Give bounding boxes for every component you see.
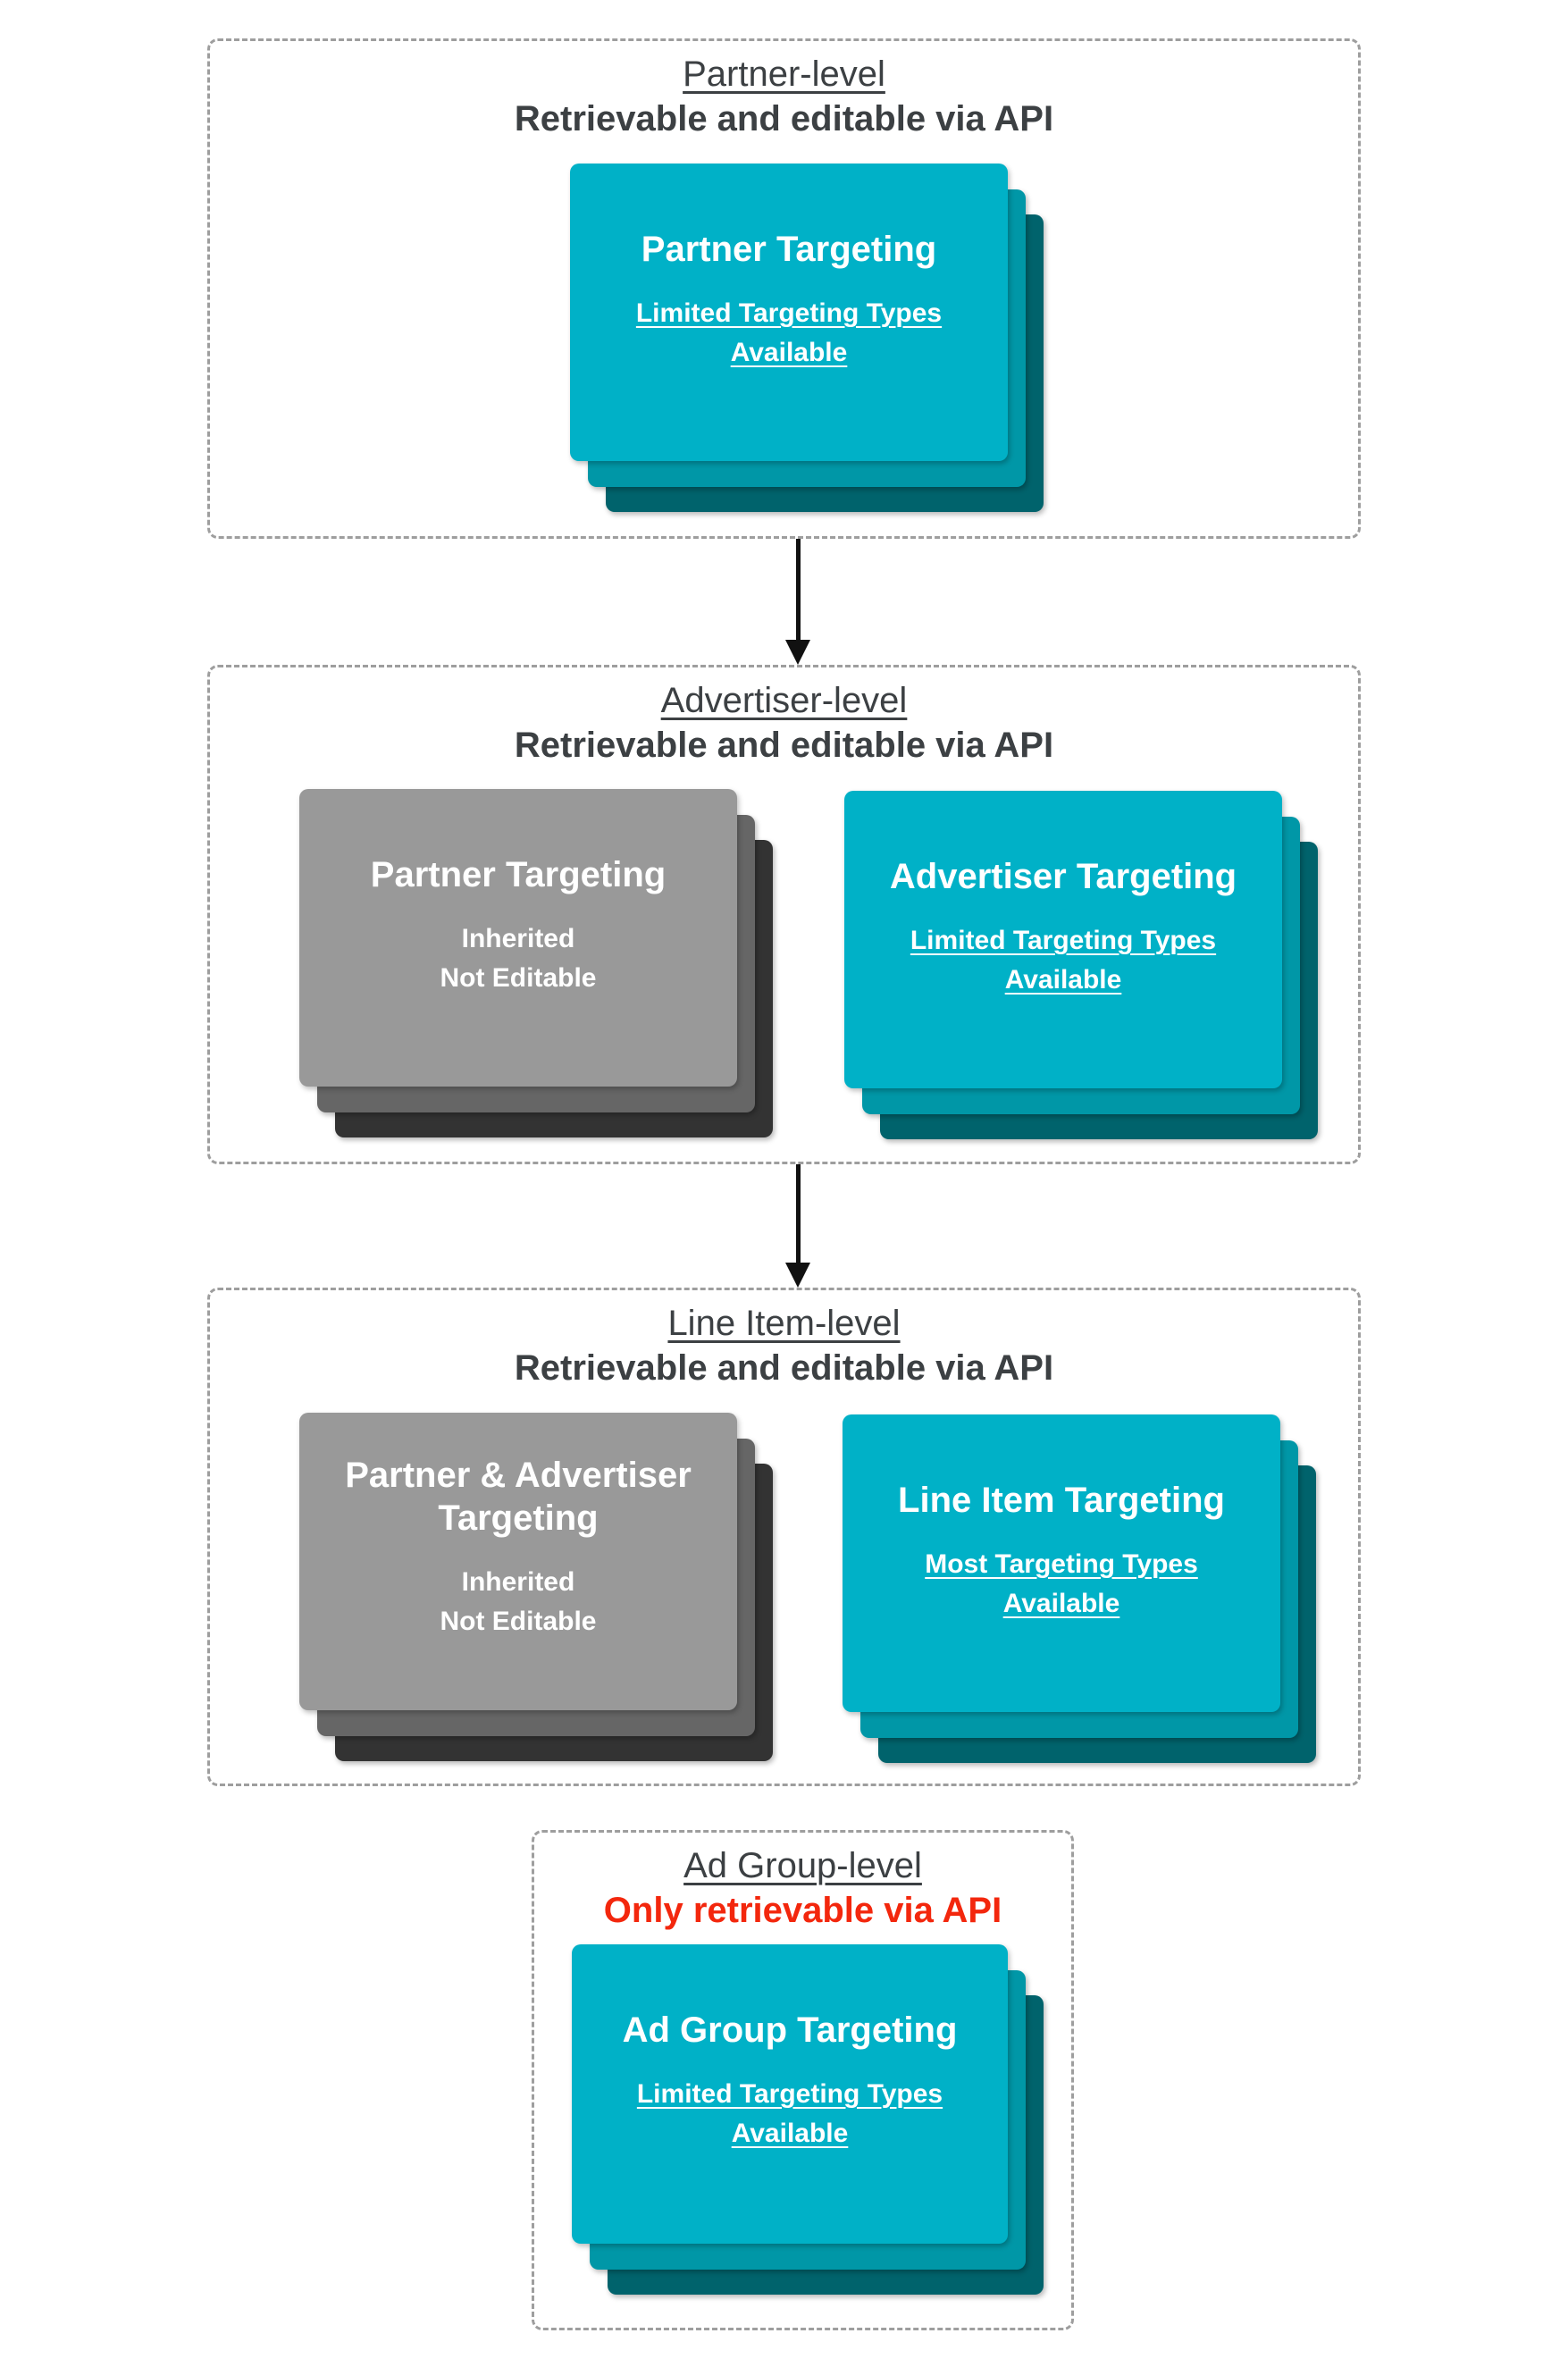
section-advertiser-level: Advertiser-level Retrievable and editabl…	[207, 665, 1361, 1164]
card-subtext: Limited Targeting Types Available	[910, 926, 1217, 995]
card-stack-advertiser-targeting: Advertiser Targeting Limited Targeting T…	[844, 791, 1318, 1139]
section-subtitle: Retrievable and editable via API	[514, 726, 1054, 765]
card-title: Partner Targeting	[370, 855, 667, 894]
card-front: Line Item Targeting Most Targeting Types…	[843, 1414, 1280, 1712]
section-title: Line Item-level	[667, 1304, 901, 1343]
arrow-head	[785, 1263, 810, 1288]
card-stack-partner-advertiser-targeting: Partner & Advertiser Targeting Inherited…	[299, 1413, 773, 1761]
card-title: Advertiser Targeting	[889, 857, 1237, 896]
arrow-shaft	[795, 1164, 801, 1264]
arrow-shaft	[795, 539, 801, 642]
arrow-head	[785, 640, 810, 665]
card-title: Ad Group Targeting	[622, 2010, 958, 2050]
section-partner-level: Partner-level Retrievable and editable v…	[207, 38, 1361, 539]
card-title: Partner & Advertiser Targeting	[345, 1456, 692, 1538]
card-subtext: Limited Targeting Types Available	[636, 2079, 943, 2148]
card-subtext-line: Inherited	[461, 1567, 575, 1597]
card-title: Partner Targeting	[641, 230, 937, 269]
section-title: Advertiser-level	[660, 681, 908, 720]
card-front: Partner Targeting Limited Targeting Type…	[570, 164, 1008, 461]
card-subtext: Inherited Not Editable	[440, 919, 596, 997]
card-subtext-line: Inherited	[461, 924, 575, 953]
card-front: Partner Targeting Inherited Not Editable	[299, 789, 737, 1087]
card-stack-ad-group-targeting: Ad Group Targeting Limited Targeting Typ…	[572, 1944, 1044, 2295]
card-stack-line-item-targeting: Line Item Targeting Most Targeting Types…	[843, 1414, 1316, 1763]
card-front: Partner & Advertiser Targeting Inherited…	[299, 1413, 737, 1710]
section-title: Ad Group-level	[683, 1846, 922, 1885]
section-ad-group-level: Ad Group-level Only retrievable via API …	[532, 1830, 1074, 2330]
card-subtext: Limited Targeting Types Available	[635, 298, 943, 367]
card-front: Advertiser Targeting Limited Targeting T…	[844, 791, 1282, 1088]
card-stack-partner-targeting: Partner Targeting Limited Targeting Type…	[570, 164, 1044, 512]
section-subtitle: Retrievable and editable via API	[514, 99, 1054, 138]
card-subtext-line: Not Editable	[440, 1606, 597, 1636]
card-subtext: Inherited Not Editable	[440, 1563, 596, 1641]
section-title: Partner-level	[683, 55, 885, 94]
card-stack-partner-targeting-inherited: Partner Targeting Inherited Not Editable	[299, 789, 773, 1137]
section-line-item-level: Line Item-level Retrievable and editable…	[207, 1288, 1361, 1786]
card-subtext-line: Not Editable	[440, 962, 597, 993]
card-front: Ad Group Targeting Limited Targeting Typ…	[572, 1944, 1008, 2244]
card-title: Line Item Targeting	[898, 1481, 1225, 1520]
section-subtitle: Only retrievable via API	[603, 1891, 1002, 1930]
card-subtext: Most Targeting Types Available	[925, 1549, 1198, 1618]
section-subtitle: Retrievable and editable via API	[514, 1348, 1054, 1388]
